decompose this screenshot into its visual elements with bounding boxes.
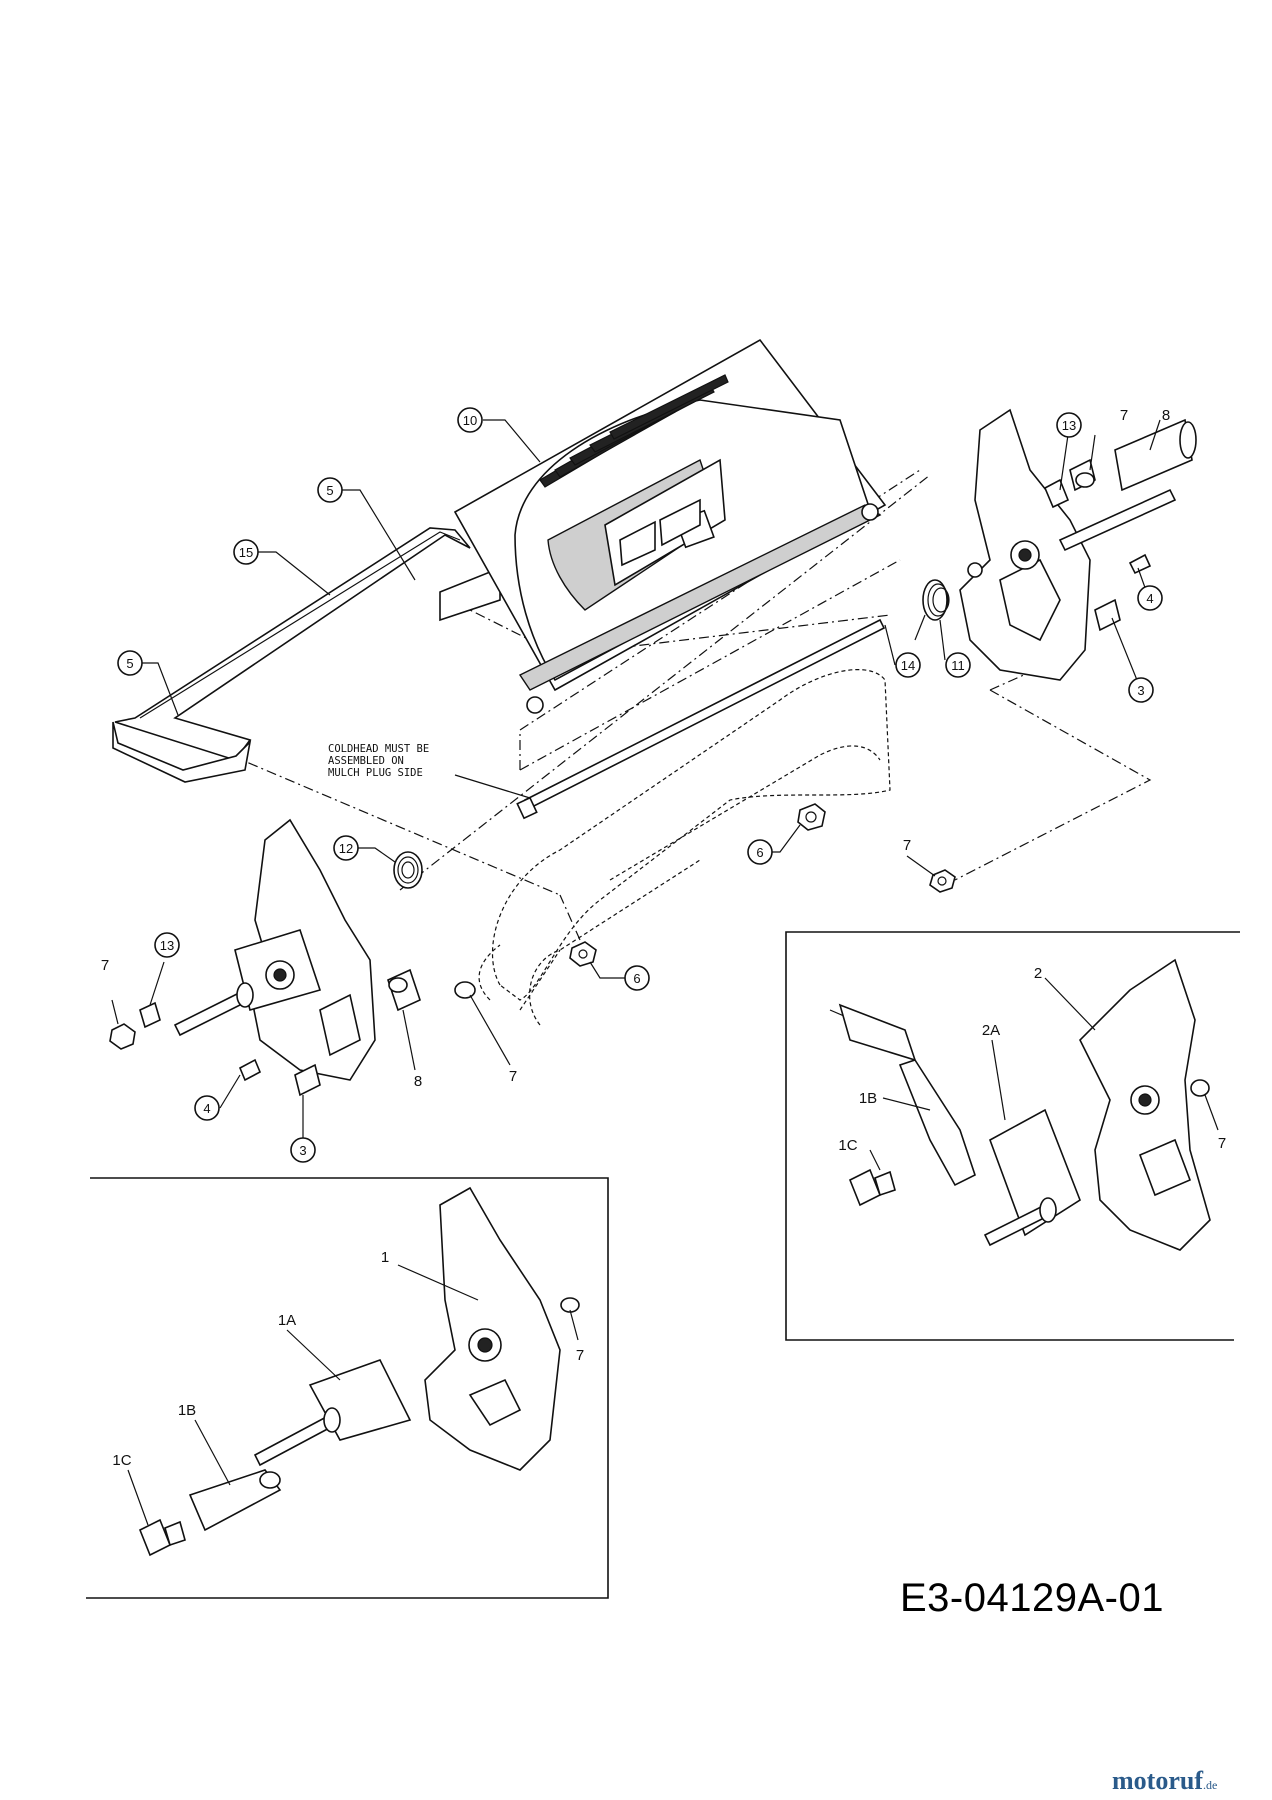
- note-line-3: MULCH PLUG SIDE: [328, 767, 423, 779]
- callout-8-right-label: 8: [1162, 407, 1170, 424]
- callout-7-left-inner: 7: [509, 1068, 517, 1085]
- callout-13-right: 13: [1056, 412, 1082, 438]
- inset-left: 1 1A 1B 1C 7: [86, 1177, 609, 1599]
- callout-13-right-label: 13: [1062, 418, 1076, 433]
- nut-7-left-inner: [454, 981, 476, 999]
- callout-8-left: 8: [414, 1073, 422, 1090]
- watermark-brand: motoruf: [1112, 1766, 1203, 1795]
- callout-14: 14: [895, 652, 921, 678]
- inset-right: 2 2A 1B 1C 7: [785, 931, 1240, 1341]
- drawing-reference-code: E3-04129A-01: [900, 1576, 1164, 1620]
- inset-left-label-1c: 1C: [112, 1452, 131, 1469]
- brand-watermark: motoruf.de: [1112, 1766, 1217, 1796]
- callout-5-top: 5: [317, 477, 343, 503]
- inset-right-bracket-2: [1079, 958, 1211, 1251]
- callout-7-center: 7: [903, 837, 911, 854]
- inset-left-bracket-1: [424, 1186, 580, 1471]
- spring-12: [393, 851, 423, 889]
- callout-4-right-label: 4: [1146, 591, 1153, 606]
- callout-12: 12: [333, 835, 359, 861]
- inset-right-label-2a: 2A: [982, 1022, 1000, 1039]
- callout-7-left-outer-label: 7: [101, 957, 109, 974]
- mulch-plug-outline: [478, 669, 891, 1026]
- callout-6-center-label: 6: [756, 845, 763, 860]
- screw-4-right: [1128, 553, 1152, 575]
- nut-7-right: [1075, 472, 1095, 488]
- watermark-tld: .de: [1202, 1778, 1218, 1792]
- bolt-13-left: [139, 1001, 161, 1029]
- inset-left-label-7: 7: [576, 1347, 584, 1364]
- inset-right-plate-2a: [983, 1108, 1081, 1247]
- callout-13-left: 13: [154, 932, 180, 958]
- note-line-1: COLDHEAD MUST BE: [328, 743, 429, 755]
- callout-7-left-outer: 7: [101, 957, 109, 974]
- nut-6-center: [797, 803, 826, 831]
- callout-7-right: 7: [1120, 407, 1128, 424]
- vent-slots: [539, 374, 729, 488]
- callout-5-left-label: 5: [126, 656, 133, 671]
- bolt-13-right: [1043, 478, 1070, 509]
- nut-7-center: [929, 869, 956, 893]
- callout-3-left-label: 3: [299, 1143, 306, 1158]
- spacer-8-left: [387, 968, 421, 1012]
- leader-lines: [111, 419, 1161, 1150]
- callout-10-label: 10: [463, 413, 477, 428]
- inset-right-label-1b: 1B: [859, 1090, 877, 1107]
- inset-left-label-1a: 1A: [278, 1312, 296, 1329]
- callout-5-left: 5: [117, 650, 143, 676]
- callouts: 10 5 15 5 13 7 8 4 3 14 11 12 6 6 7 7 13…: [101, 407, 1170, 1163]
- callout-4-left: 4: [194, 1095, 220, 1121]
- callout-4-right: 4: [1137, 585, 1163, 611]
- nut-7-left-outer: [109, 1023, 136, 1050]
- inset-left-plate-1a: [253, 1359, 412, 1467]
- inset-left-label-1b: 1B: [178, 1402, 196, 1419]
- callout-3-right-label: 3: [1137, 683, 1144, 698]
- callout-8-right: 8: [1162, 407, 1170, 424]
- callout-6-center: 6: [747, 839, 773, 865]
- spring-11: [914, 579, 950, 641]
- callout-4-left-label: 4: [203, 1101, 210, 1116]
- inset-left-lever-1b: [188, 1469, 282, 1532]
- callout-7-center-label: 7: [903, 837, 911, 854]
- inset-left-label-1: 1: [381, 1249, 389, 1266]
- callout-13-left-label: 13: [160, 938, 174, 953]
- inset-right-lever-1b: [829, 1003, 976, 1187]
- rod-15: [112, 527, 501, 783]
- callout-11: 11: [945, 652, 971, 678]
- callout-15-label: 15: [239, 545, 253, 560]
- screw-4-left: [238, 1058, 262, 1082]
- callout-3-left: 3: [290, 1137, 316, 1163]
- inset-right-label-1c: 1C: [838, 1137, 857, 1154]
- callout-5-top-label: 5: [326, 483, 333, 498]
- callout-6-left: 6: [624, 965, 650, 991]
- callout-8-left-label: 8: [414, 1073, 422, 1090]
- inset-right-label-7: 7: [1218, 1135, 1226, 1152]
- left-height-bracket: [173, 818, 376, 1081]
- rear-door-10: [453, 338, 887, 714]
- callout-7-right-label: 7: [1120, 407, 1128, 424]
- bolt-3-right: [1094, 598, 1121, 632]
- callout-6-left-label: 6: [633, 971, 640, 986]
- inset-right-bolt-1c: [848, 1168, 896, 1207]
- note-line-2: ASSEMBLED ON: [328, 755, 404, 767]
- bolt-3-left: [294, 1063, 321, 1097]
- inset-left-bolt-1c: [138, 1518, 186, 1557]
- callout-10: 10: [457, 407, 483, 433]
- callout-12-label: 12: [339, 841, 353, 856]
- callout-11-label: 11: [951, 658, 965, 673]
- callout-14-label: 14: [901, 658, 915, 673]
- rod-14: [516, 618, 886, 820]
- callout-7-left-inner-label: 7: [509, 1068, 517, 1085]
- right-height-bracket: [959, 408, 1177, 681]
- callout-15: 15: [233, 539, 259, 565]
- assembly-note: COLDHEAD MUST BE ASSEMBLED ON MULCH PLUG…: [328, 743, 429, 779]
- nut-6-left: [569, 941, 597, 967]
- spacer-8-right: [1114, 418, 1197, 492]
- callout-3-right: 3: [1128, 677, 1154, 703]
- inset-right-label-2: 2: [1034, 965, 1042, 982]
